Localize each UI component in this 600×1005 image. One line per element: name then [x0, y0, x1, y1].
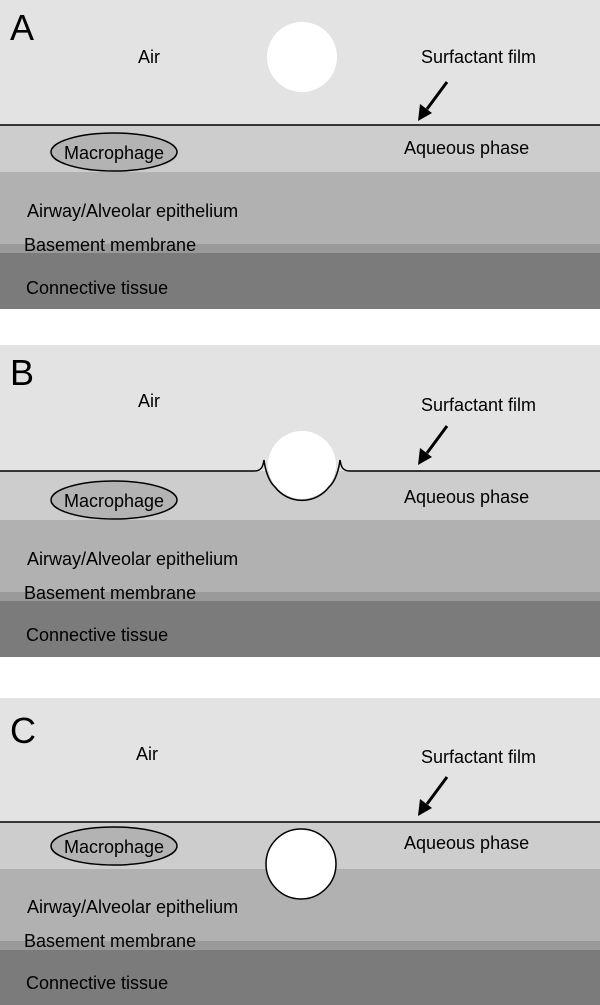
particle [265, 828, 337, 900]
surfactant-film-label: Surfactant film [421, 747, 536, 767]
basement-membrane-label: Basement membrane [24, 235, 196, 255]
macrophage-label: Macrophage [64, 837, 164, 857]
panel-letter: C [10, 710, 36, 751]
air-layer [0, 698, 600, 822]
air-label: Air [138, 391, 160, 411]
panel-c: C Air Surfactant film Aqueous phase Macr… [0, 698, 600, 1005]
particle [268, 431, 336, 499]
panel-letter: A [10, 7, 34, 48]
connective-tissue-layer [0, 950, 600, 1005]
aqueous-phase-label: Aqueous phase [404, 138, 529, 158]
connective-tissue-layer [0, 253, 600, 309]
connective-tissue-label: Connective tissue [26, 278, 168, 298]
arrow-head [418, 104, 432, 121]
basement-membrane-label: Basement membrane [24, 931, 196, 951]
panel-b: B Air Surfactant film Aqueous phase Macr… [0, 345, 600, 657]
basement-membrane-label: Basement membrane [24, 583, 196, 603]
epithelium-label: Airway/Alveolar epithelium [27, 549, 238, 569]
particle [267, 22, 337, 92]
connective-tissue-layer [0, 601, 600, 657]
macrophage [50, 826, 178, 866]
basement-membrane-layer [0, 244, 600, 253]
arrow-head [418, 799, 432, 816]
epithelium-label: Airway/Alveolar epithelium [27, 201, 238, 221]
macrophage [50, 132, 178, 172]
macrophage-label: Macrophage [64, 143, 164, 163]
epithelium-label: Airway/Alveolar epithelium [27, 897, 238, 917]
arrow-shaft [425, 425, 449, 454]
surfactant-film-line [0, 459, 600, 502]
panel-letter: B [10, 352, 34, 393]
connective-tissue-label: Connective tissue [26, 973, 168, 993]
arrow-shaft [425, 81, 449, 110]
connective-tissue-label: Connective tissue [26, 625, 168, 645]
air-label: Air [138, 47, 160, 67]
macrophage [50, 480, 178, 520]
arrow-shaft [425, 776, 449, 805]
macrophage-label: Macrophage [64, 491, 164, 511]
basement-membrane-layer [0, 592, 600, 601]
aqueous-phase-label: Aqueous phase [404, 487, 529, 507]
panel-a: A Air Surfactant film Aqueous phase Macr… [0, 0, 600, 309]
epithelium-layer [0, 520, 600, 592]
surfactant-film-label: Surfactant film [421, 395, 536, 415]
basement-membrane-layer [0, 941, 600, 950]
arrow-head [418, 448, 432, 465]
air-label: Air [136, 744, 158, 764]
epithelium-layer [0, 172, 600, 244]
aqueous-phase-label: Aqueous phase [404, 833, 529, 853]
surfactant-film-label: Surfactant film [421, 47, 536, 67]
